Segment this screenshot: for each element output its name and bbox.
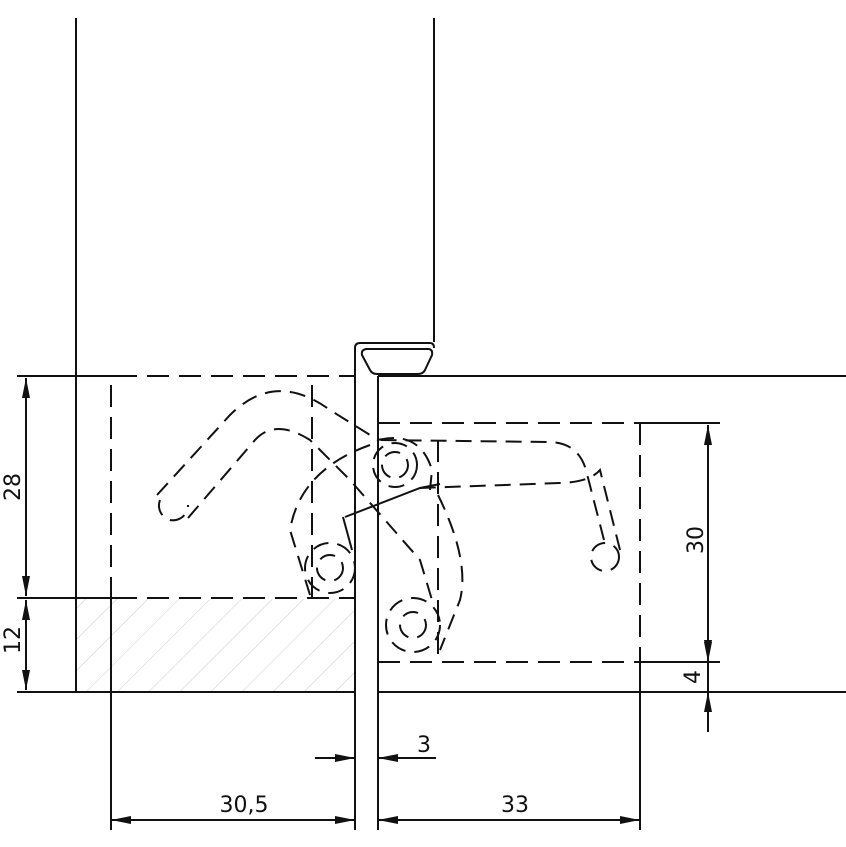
dimension-label-28: 28 — [1, 473, 26, 501]
hatched-section — [77, 599, 354, 691]
dimension-3: 3 — [315, 733, 436, 762]
dimension-30-5: 30,5 — [111, 793, 355, 824]
right-frame — [378, 375, 846, 830]
dimension-label-12: 12 — [1, 626, 26, 654]
hinge-mechanism — [156, 390, 621, 653]
door-leaf — [75, 18, 435, 692]
dimension-label-30-5: 30,5 — [220, 793, 269, 818]
dimension-33: 33 — [378, 793, 640, 824]
left-frame — [17, 375, 355, 830]
dimension-label-3: 3 — [417, 733, 431, 758]
dimension-28: 28 — [1, 378, 30, 596]
dimension-label-30: 30 — [684, 526, 709, 554]
dimension-4: 4 — [681, 640, 712, 732]
dimension-30: 30 — [684, 425, 712, 660]
dimension-12: 12 — [1, 600, 30, 690]
dimension-label-33: 33 — [501, 793, 529, 818]
dimension-label-4: 4 — [681, 670, 706, 684]
